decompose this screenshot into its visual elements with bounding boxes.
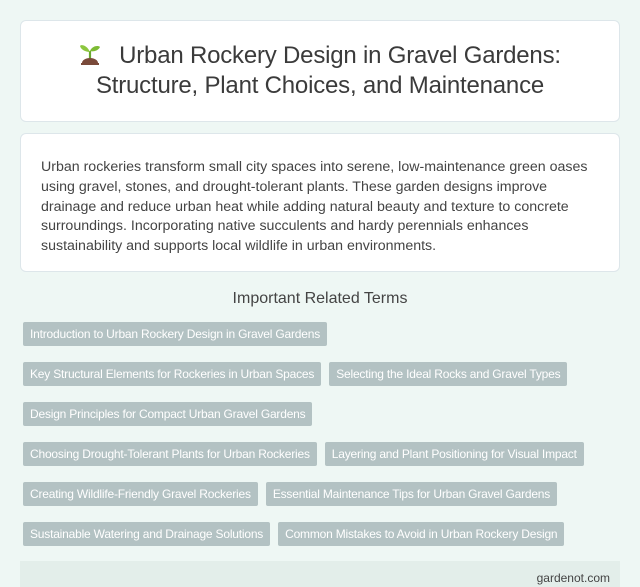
related-term-tag[interactable]: Layering and Plant Positioning for Visua… bbox=[324, 442, 584, 466]
related-term-tag[interactable]: Selecting the Ideal Rocks and Gravel Typ… bbox=[329, 362, 568, 386]
related-term-tag[interactable]: Common Mistakes to Avoid in Urban Rocker… bbox=[278, 522, 565, 546]
site-link[interactable]: gardenot.com bbox=[536, 571, 610, 585]
summary-card: Urban rockeries transform small city spa… bbox=[20, 133, 620, 272]
related-terms-section: Important Related Terms Introduction to … bbox=[20, 290, 620, 546]
sprout-icon bbox=[79, 41, 101, 65]
summary-text: Urban rockeries transform small city spa… bbox=[41, 159, 588, 255]
related-term-tag[interactable]: Sustainable Watering and Drainage Soluti… bbox=[23, 522, 271, 546]
related-term-tag[interactable]: Choosing Drought-Tolerant Plants for Urb… bbox=[23, 442, 317, 466]
related-term-tag[interactable]: Design Principles for Compact Urban Grav… bbox=[23, 402, 313, 426]
related-terms-heading: Important Related Terms bbox=[232, 290, 408, 307]
related-terms-list: Introduction to Urban Rockery Design in … bbox=[20, 322, 620, 546]
related-term-tag[interactable]: Creating Wildlife-Friendly Gravel Rocker… bbox=[23, 482, 258, 506]
footer: gardenot.com bbox=[20, 561, 620, 587]
related-term-tag[interactable]: Essential Maintenance Tips for Urban Gra… bbox=[265, 482, 558, 506]
title-card: Urban Rockery Design in Gravel Gardens: … bbox=[20, 20, 620, 122]
page-title: Urban Rockery Design in Gravel Gardens: … bbox=[51, 41, 589, 101]
related-term-tag[interactable]: Key Structural Elements for Rockeries in… bbox=[23, 362, 322, 386]
page-title-text: Urban Rockery Design in Gravel Gardens: … bbox=[95, 42, 561, 99]
related-term-tag[interactable]: Introduction to Urban Rockery Design in … bbox=[23, 322, 328, 346]
